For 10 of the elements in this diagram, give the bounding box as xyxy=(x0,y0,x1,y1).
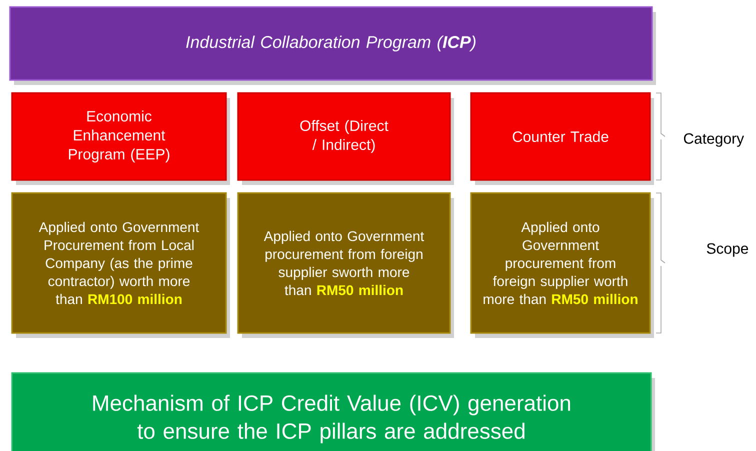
program-box: Industrial Collaboration Program (ICP) xyxy=(9,6,656,85)
bracket-label: Scope xyxy=(706,243,748,257)
program-box: Economic Enhancement Program (EEP) xyxy=(11,92,230,185)
bracket-label: Category xyxy=(684,133,744,147)
program-box: Offset (Direct / Indirect) xyxy=(237,92,454,185)
program-box: Applied onto Government procurement from foreign supplier worth more than RM50 million xyxy=(470,192,654,338)
program-box: Mechanism of ICP Credit Value (ICV) generation to ensure the ICP pillars are addressed xyxy=(11,372,655,451)
program-box: Counter Trade xyxy=(470,92,654,185)
program-box: Applied onto Government Procurement from Local Company (as the prime contractor) worth more than RM100 million xyxy=(11,192,230,338)
program-box: Applied onto Government procurement from foreign supplier sworth more than RM50 million xyxy=(237,192,454,338)
